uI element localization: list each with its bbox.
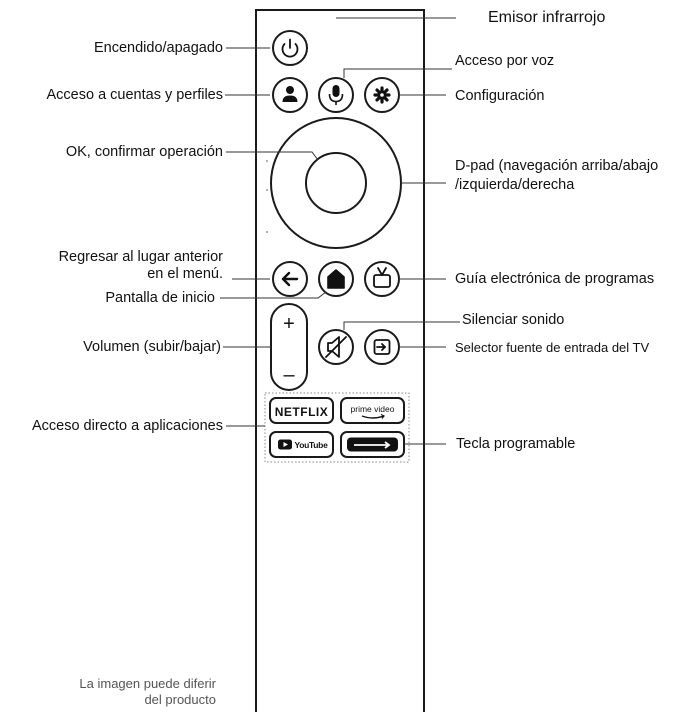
disclaimer-line1: La imagen puede diferir: [79, 676, 216, 691]
label-encendido: Encendido/apagado: [93, 40, 223, 56]
label-dpad-line2: /izquierda/derecha: [455, 177, 575, 193]
label-pantalla-inicio: Pantalla de inicio: [105, 290, 215, 306]
power-button[interactable]: [272, 30, 308, 66]
label-configuracion: Configuración: [455, 88, 545, 104]
youtube-logo-text: YouTube: [295, 440, 329, 450]
disclaimer-note: La imagen puede diferir del producto: [79, 676, 216, 708]
label-acceso-aplicaciones: Acceso directo a aplicaciones: [31, 418, 223, 434]
voice-button[interactable]: [318, 77, 354, 113]
youtube-button[interactable]: [269, 431, 334, 458]
home-button[interactable]: [318, 261, 354, 297]
apps-group-outline: [264, 392, 410, 463]
accounts-button[interactable]: [272, 77, 308, 113]
home-icon: [327, 269, 345, 289]
settings-button[interactable]: [364, 77, 400, 113]
label-acceso-voz: Acceso por voz: [455, 53, 555, 69]
label-selector-fuente: Selector fuente de entrada del TV: [455, 340, 650, 355]
prime-smile-icon: [361, 415, 385, 419]
label-emisor-infrarrojo: Emisor infrarrojo: [488, 9, 606, 26]
volume-plus-label: +: [283, 313, 295, 335]
label-tecla-programable: Tecla programable: [456, 436, 576, 452]
arrow-left-icon: [281, 271, 299, 287]
dpad-dot-left: [266, 189, 268, 191]
label-guia-programas: Guía electrónica de programas: [455, 271, 655, 287]
label-cuentas-perfiles: Acceso a cuentas y perfiles: [46, 87, 223, 103]
guide-button[interactable]: [364, 261, 400, 297]
mute-icon: [325, 336, 347, 358]
mute-leader: [343, 321, 460, 330]
input-source-button[interactable]: [364, 329, 400, 365]
netflix-logo-text: NETFLIX: [275, 405, 329, 419]
dpad-dot-bottom-left: [266, 231, 268, 233]
voice-leader: [343, 68, 452, 78]
ok-leader: [226, 151, 319, 161]
prime-video-button[interactable]: [340, 397, 405, 424]
gear-icon: [373, 86, 391, 104]
input-source-icon: [373, 339, 391, 355]
back-button[interactable]: [272, 261, 308, 297]
netflix-button[interactable]: [269, 397, 334, 424]
disclaimer-line2: del producto: [144, 692, 216, 707]
person-icon: [282, 86, 298, 102]
microphone-icon: [328, 85, 344, 105]
remote-body: [255, 9, 425, 712]
prime-video-logo-text: prime video: [351, 404, 395, 414]
volume-rocker[interactable]: [262, 303, 308, 391]
label-silenciar: Silenciar sonido: [462, 312, 565, 328]
label-volumen: Volumen (subir/bajar): [83, 339, 221, 355]
power-icon: [281, 38, 299, 58]
home-leader: [220, 291, 327, 299]
label-regresar-line2: en el menú.: [147, 266, 223, 282]
ok-button[interactable]: [305, 152, 367, 214]
mute-button[interactable]: [318, 329, 354, 365]
label-dpad-line1: D-pad (navegación arriba/abajo: [455, 158, 659, 174]
programmable-key[interactable]: [340, 431, 405, 458]
dpad-dot-top-left: [266, 160, 268, 162]
label-regresar-line1: Regresar al lugar anterior: [58, 249, 223, 265]
label-ok: OK, confirmar operación: [65, 144, 223, 160]
tv-icon: [373, 267, 391, 288]
volume-minus-label: –: [283, 364, 295, 386]
